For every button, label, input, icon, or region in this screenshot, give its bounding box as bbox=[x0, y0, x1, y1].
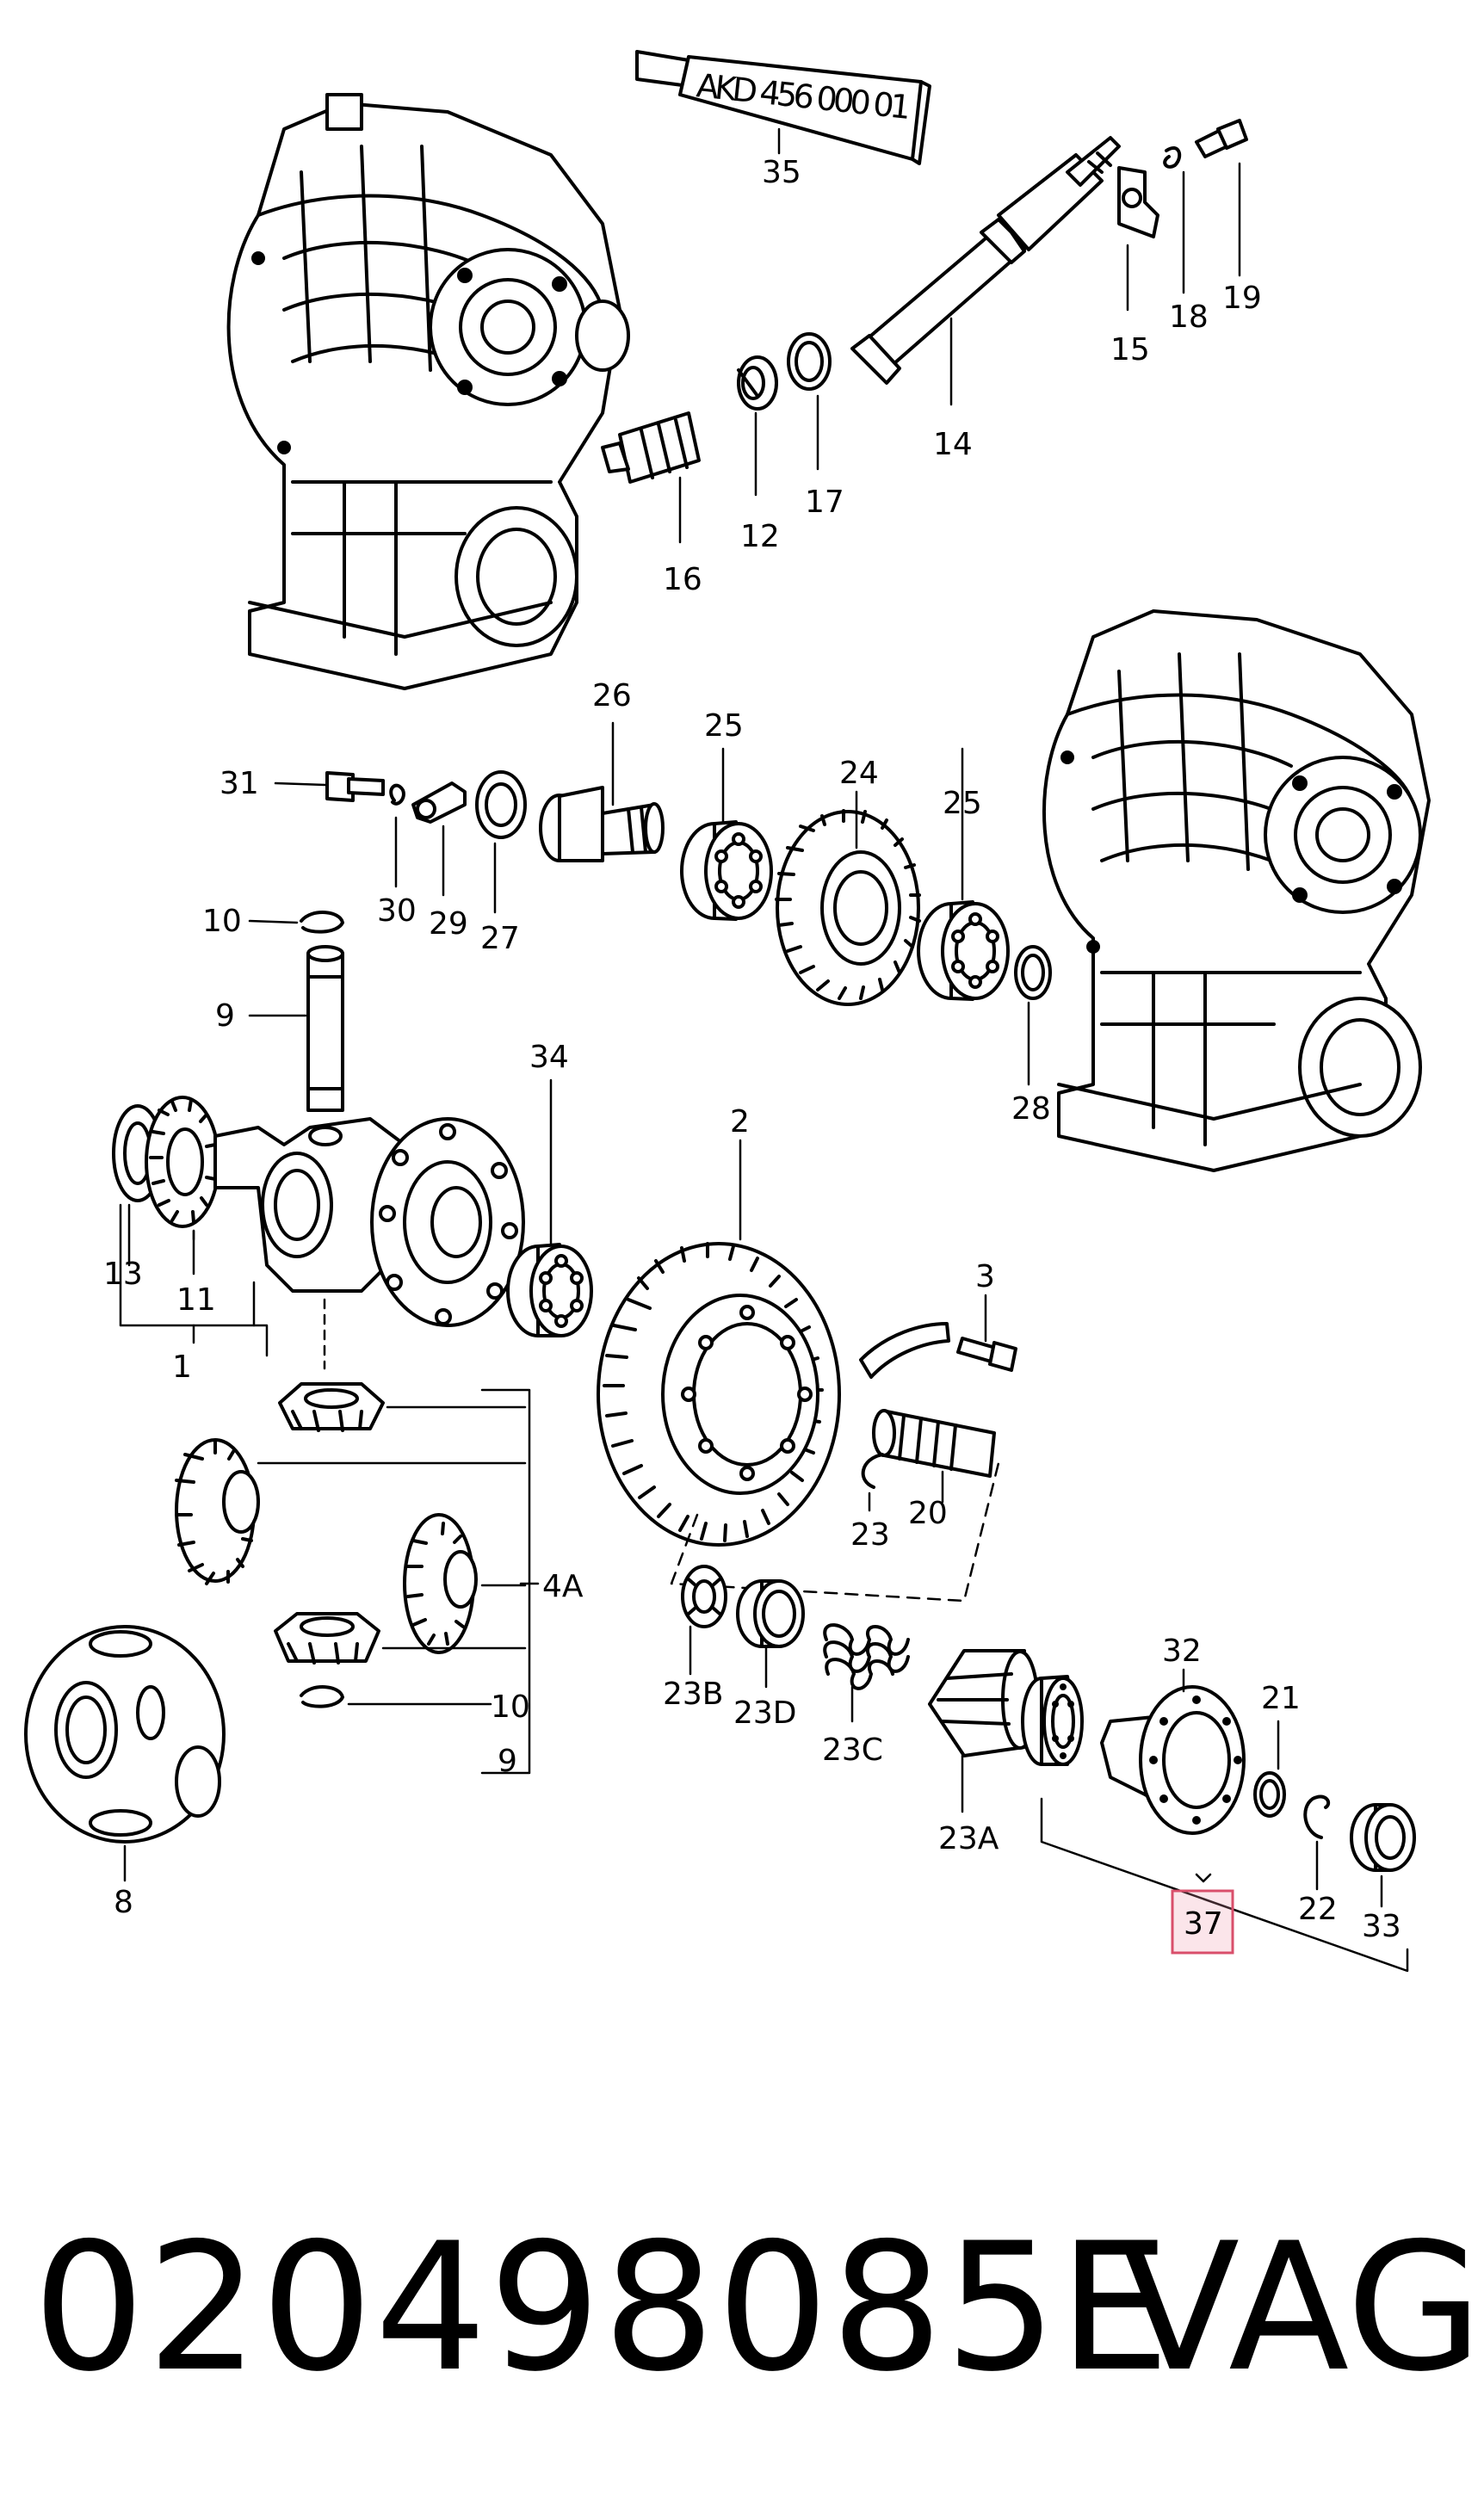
callout-32: 32 bbox=[1162, 1634, 1202, 1669]
callout-20: 20 bbox=[908, 1496, 948, 1531]
transmission-housing-right bbox=[1042, 609, 1431, 1172]
circlip-10a bbox=[300, 911, 344, 934]
callout-28: 28 bbox=[1011, 1091, 1051, 1127]
clip-23 bbox=[861, 1453, 884, 1489]
bolt-3 bbox=[956, 1337, 1017, 1372]
bearing-25a bbox=[680, 820, 773, 921]
callout-9b: 9 bbox=[498, 1744, 517, 1779]
ring-gear-2 bbox=[597, 1242, 841, 1547]
bearing-25b bbox=[917, 900, 1010, 1001]
callout-30: 30 bbox=[377, 893, 417, 929]
helical-gear-24 bbox=[775, 809, 921, 1006]
planet-gear-upper bbox=[278, 1382, 385, 1432]
bolt-31 bbox=[325, 771, 385, 802]
highlight-37 bbox=[1171, 1889, 1234, 1955]
circlip-10b bbox=[300, 1685, 344, 1708]
shaft-26 bbox=[539, 786, 665, 862]
sealant-tube: AKD 456 000 01 bbox=[635, 50, 931, 165]
callout-37: 37 bbox=[1184, 1906, 1223, 1942]
callout-16: 16 bbox=[663, 562, 702, 597]
callout-1: 1 bbox=[172, 1350, 192, 1385]
callout-2: 2 bbox=[730, 1104, 750, 1140]
transmission-housing-top bbox=[226, 93, 630, 690]
callout-14: 14 bbox=[933, 427, 973, 462]
lock-plate bbox=[859, 1322, 950, 1379]
callout-22: 22 bbox=[1298, 1892, 1338, 1927]
small-gear-16 bbox=[601, 411, 701, 484]
callout-29: 29 bbox=[429, 906, 468, 942]
callout-10a: 10 bbox=[202, 904, 242, 939]
shaft-20 bbox=[872, 1409, 996, 1478]
callout-31: 31 bbox=[220, 766, 259, 801]
part-23b bbox=[681, 1565, 727, 1628]
clip-22 bbox=[1303, 1794, 1331, 1839]
cup-23a bbox=[928, 1649, 1039, 1757]
callout-9a: 9 bbox=[215, 998, 235, 1034]
bracket-15 bbox=[1117, 166, 1159, 238]
carrier-32 bbox=[1100, 1685, 1246, 1835]
callout-21: 21 bbox=[1261, 1681, 1301, 1716]
callout-19: 19 bbox=[1222, 281, 1262, 316]
callout-35: 35 bbox=[762, 155, 801, 190]
callout-23c: 23C bbox=[822, 1732, 883, 1768]
callout-33: 33 bbox=[1362, 1909, 1401, 1944]
drive-shaft bbox=[850, 136, 1121, 385]
plate-29 bbox=[411, 781, 467, 824]
differential-case-8 bbox=[24, 1625, 226, 1844]
side-gear-left bbox=[175, 1438, 260, 1585]
callout-23a: 23A bbox=[938, 1821, 999, 1856]
callout-26: 26 bbox=[592, 678, 632, 713]
callout-23d: 23D bbox=[733, 1695, 797, 1731]
bearing-37 bbox=[1021, 1675, 1084, 1766]
seal-27 bbox=[475, 770, 527, 839]
callout-11: 11 bbox=[176, 1282, 216, 1318]
callout-25b: 25 bbox=[943, 786, 982, 821]
callout-27: 27 bbox=[480, 921, 520, 956]
spring-23c bbox=[823, 1623, 910, 1690]
bush-12 bbox=[737, 355, 778, 411]
callout-23b: 23B bbox=[663, 1677, 724, 1712]
planet-gear-lower bbox=[274, 1612, 380, 1665]
pin-9 bbox=[306, 945, 344, 1112]
callout-24: 24 bbox=[839, 756, 879, 791]
brand-label: VAG bbox=[1119, 2206, 1483, 2411]
callout-25a: 25 bbox=[704, 708, 744, 744]
gear-11 bbox=[145, 1096, 220, 1228]
callout-4a: 4A bbox=[542, 1569, 584, 1604]
callout-17: 17 bbox=[805, 485, 844, 520]
seal-33 bbox=[1350, 1803, 1416, 1872]
callout-13: 13 bbox=[103, 1257, 143, 1292]
part-23d bbox=[736, 1579, 805, 1648]
bolt-19 bbox=[1195, 119, 1248, 158]
callout-15: 15 bbox=[1110, 332, 1150, 368]
part-number: 020498085E bbox=[33, 2206, 1172, 2411]
callout-12: 12 bbox=[740, 519, 780, 554]
bearing-34 bbox=[506, 1243, 593, 1337]
differential-housing-1 bbox=[213, 1117, 525, 1327]
callout-34: 34 bbox=[529, 1040, 569, 1075]
callout-8: 8 bbox=[114, 1885, 133, 1920]
side-gear-right bbox=[403, 1513, 478, 1654]
clip-18 bbox=[1163, 146, 1182, 169]
callout-3: 3 bbox=[975, 1259, 995, 1294]
callout-18: 18 bbox=[1169, 300, 1209, 335]
callout-10b: 10 bbox=[491, 1689, 530, 1725]
callout-23: 23 bbox=[850, 1517, 890, 1553]
clip-30 bbox=[389, 783, 405, 806]
